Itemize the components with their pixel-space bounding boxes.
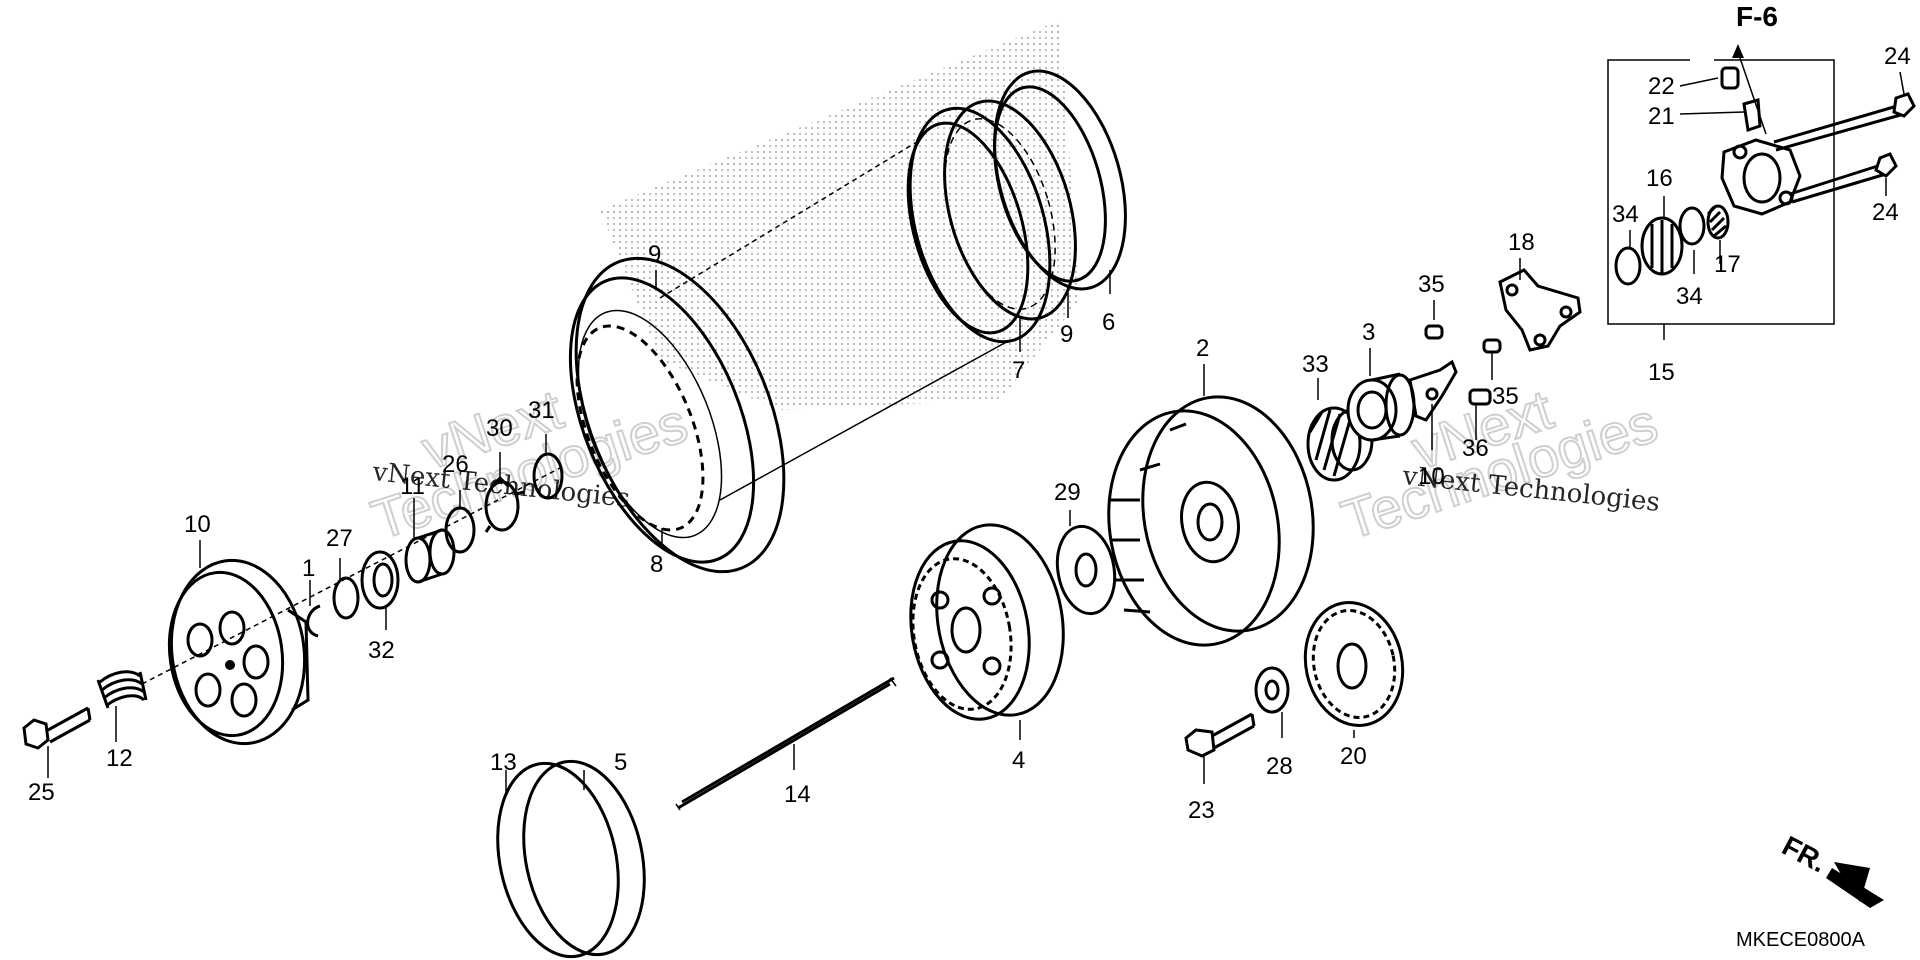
part-bleeder-21 <box>1742 98 1762 132</box>
callout-35: 35 <box>1418 271 1445 298</box>
callout-8: 8 <box>650 551 663 578</box>
callout-28: 28 <box>1266 753 1293 780</box>
callout-20: 20 <box>1340 743 1367 770</box>
callout-23: 23 <box>1188 797 1215 824</box>
part-dowel-pin-35 <box>1482 338 1502 354</box>
part-washer-27 <box>332 576 360 620</box>
callout-9: 9 <box>648 241 661 268</box>
part-dowel-pin-35 <box>1424 324 1444 340</box>
callout-24: 24 <box>1884 43 1911 70</box>
part-seal-34 <box>1614 246 1642 286</box>
part-plate-10b <box>1408 359 1458 422</box>
part-friction-disc-7 <box>906 106 1052 344</box>
part-bracket-18 <box>1498 268 1582 352</box>
callout-7: 7 <box>1012 357 1025 384</box>
callout-18: 18 <box>1508 229 1535 256</box>
part-flange-bolt-23 <box>1184 712 1256 758</box>
projection-line <box>659 139 921 299</box>
callout-36: 36 <box>1462 435 1489 462</box>
callout-12: 12 <box>106 745 133 772</box>
callout-27: 27 <box>326 525 353 552</box>
part-bearing-32 <box>360 550 400 610</box>
callout-26: 26 <box>442 451 469 478</box>
part-push-rod-14 <box>675 676 897 811</box>
leader-lines <box>47 71 1905 796</box>
part-needle-bearing-33 <box>1306 406 1374 482</box>
part-spring-17 <box>1706 204 1730 240</box>
callout-9: 9 <box>1060 321 1073 348</box>
part-bolt-24-upper <box>1773 92 1916 152</box>
callout-29: 29 <box>1054 479 1081 506</box>
front-direction-marker: FR. <box>1777 830 1884 908</box>
part-friction-disc-8 <box>568 256 786 574</box>
callout-32: 32 <box>368 637 395 664</box>
part-friction-disc-6 <box>993 69 1127 291</box>
callout-14: 14 <box>784 781 811 808</box>
projection-line <box>719 339 1011 501</box>
part-cap-22 <box>1720 66 1740 90</box>
callout-25: 25 <box>28 779 55 806</box>
assembly-axis-line <box>141 467 561 685</box>
callout-21: 21 <box>1648 103 1675 130</box>
part-pressure-plate-10 <box>167 558 310 746</box>
part-thrust-washer-29 <box>1055 524 1117 616</box>
f6-arrow <box>1739 57 1767 135</box>
part-group-bracket-15 <box>1607 59 1835 325</box>
part-washer-31 <box>532 452 564 500</box>
callout-11: 11 <box>400 473 425 500</box>
callout-2: 2 <box>1196 335 1209 362</box>
part-collar-3 <box>1346 372 1416 442</box>
part-clutch-outer-2 <box>1107 395 1315 647</box>
part-o-ring-13 <box>496 761 620 959</box>
part-spring-12 <box>96 670 148 709</box>
callout-31: 31 <box>528 397 555 424</box>
callout-5: 5 <box>614 749 627 776</box>
callout-labels: 25 12 10 1 27 32 11 26 30 31 8 9 7 9 6 4… <box>28 1 1911 951</box>
callout-4: 4 <box>1012 747 1025 774</box>
f6-arrowhead <box>1732 44 1744 58</box>
part-circlip-1 <box>306 604 321 638</box>
callout-22: 22 <box>1648 73 1675 100</box>
part-washer-28 <box>1254 666 1290 714</box>
part-bolt-24-lower <box>1789 152 1898 204</box>
part-piston-16 <box>1640 216 1684 276</box>
part-o-ring-5 <box>522 759 646 957</box>
callout-6: 6 <box>1102 309 1115 336</box>
callout-13: 13 <box>490 749 517 776</box>
callout-15: 15 <box>1648 359 1675 386</box>
part-seal-34 <box>1678 206 1706 246</box>
callout-34: 34 <box>1676 283 1703 310</box>
callout-24: 24 <box>1872 199 1899 226</box>
callout-30: 30 <box>486 415 513 442</box>
callout-3: 3 <box>1362 319 1375 346</box>
diagram-code: MKECE0800A <box>1736 929 1866 951</box>
callout-10: 10 <box>184 511 211 538</box>
callout-16: 16 <box>1646 165 1673 192</box>
part-slave-cylinder-body <box>1720 138 1802 216</box>
front-marker-label: FR. <box>1777 830 1831 879</box>
part-gear-20 <box>1303 601 1405 727</box>
callout-10-oil-plate: 10 <box>1418 463 1445 490</box>
part-dowel-pin-36 <box>1468 388 1492 406</box>
part-clutch-plate-9 <box>943 99 1077 321</box>
callout-33: 33 <box>1302 351 1329 378</box>
callout-17: 17 <box>1714 251 1741 278</box>
callout-1: 1 <box>302 555 315 582</box>
section-reference: F-6 <box>1736 1 1778 32</box>
part-bolt-25 <box>22 706 92 750</box>
part-clutch-hub-4 <box>909 523 1065 721</box>
callout-34: 34 <box>1612 201 1639 228</box>
callout-35: 35 <box>1492 383 1519 410</box>
